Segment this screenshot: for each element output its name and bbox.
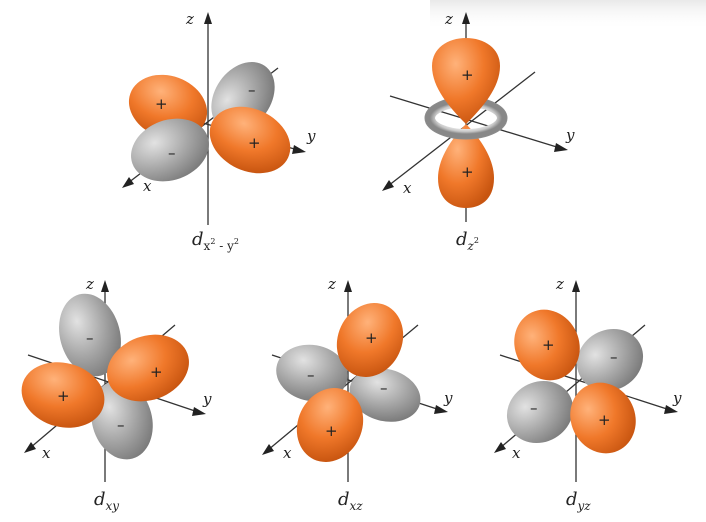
lobe-back-negative <box>349 368 421 422</box>
z-axis-label: z <box>185 10 194 28</box>
top-shade <box>430 0 706 30</box>
x-axis-label: x <box>42 444 51 462</box>
sign-minus: – <box>86 329 94 347</box>
x-axis-arrow <box>24 442 36 453</box>
caption-dz2: dz2 <box>456 229 479 253</box>
z-axis-label: z <box>327 275 336 293</box>
z-axis-arrow <box>462 12 470 24</box>
lobe-top-positive <box>432 38 500 124</box>
z-axis-arrow <box>344 280 352 292</box>
z-axis-label: z <box>555 275 564 293</box>
x-axis-label: x <box>512 444 521 462</box>
x-axis-arrow <box>494 442 506 453</box>
x-axis-arrow <box>382 180 394 191</box>
sign-plus: + <box>598 411 611 429</box>
caption-dyz: dyz <box>566 489 591 513</box>
lobe-top-positive <box>514 309 580 381</box>
sign-minus: – <box>307 366 315 384</box>
y-axis-line <box>389 95 561 149</box>
z-axis-arrow <box>101 280 109 292</box>
sign-plus: + <box>542 336 555 354</box>
sign-plus: + <box>248 134 261 152</box>
y-axis-arrow <box>192 407 206 416</box>
lobe-top-positive <box>336 303 404 377</box>
y-axis-label: y <box>443 389 453 407</box>
sign-plus: + <box>57 387 70 405</box>
sign-plus: + <box>461 163 474 181</box>
x-axis-label: x <box>143 177 152 195</box>
caption-dxz: dxz <box>338 489 363 513</box>
orbital-dxz: + – – + z y x dxz <box>262 275 453 513</box>
sign-plus: + <box>365 329 378 347</box>
lobe-bottom-positive <box>296 388 364 462</box>
z-axis-label: z <box>85 275 94 293</box>
sign-minus: – <box>248 81 256 99</box>
x-axis-label: x <box>283 444 292 462</box>
lobe-front-negative <box>506 380 574 444</box>
orbital-dz2: + + z y x dz2 <box>382 10 575 253</box>
lobe-front-left-negative <box>131 118 209 182</box>
y-axis-label: y <box>565 126 575 144</box>
x-axis-arrow <box>122 177 134 188</box>
sign-minus: – <box>380 379 388 397</box>
sign-minus: – <box>117 416 125 434</box>
orbital-dx2y2: + – – + z y x dx2 - y2 <box>122 10 316 253</box>
x-axis-label: x <box>403 179 412 197</box>
z-axis-arrow <box>572 280 580 292</box>
y-axis-arrow <box>292 145 306 154</box>
caption-dxy: dxy <box>94 489 119 513</box>
sign-plus: + <box>150 363 163 381</box>
y-axis-arrow <box>434 405 448 414</box>
x-axis-arrow <box>262 444 274 455</box>
orbital-dyz: + – – + z y x dyz <box>494 275 682 513</box>
y-axis-arrow <box>554 143 568 152</box>
lobe-top-negative <box>59 293 121 377</box>
lobe-right-positive <box>107 334 189 402</box>
z-axis-label: z <box>444 10 453 28</box>
orbital-dxy: – + + – z y x dxy <box>21 275 212 513</box>
lobe-left-positive <box>21 362 105 428</box>
sign-plus: + <box>461 66 474 84</box>
lobe-back-negative <box>576 328 644 392</box>
sign-plus: + <box>325 422 338 440</box>
sign-minus: – <box>610 348 618 366</box>
sign-minus: – <box>168 144 176 162</box>
y-axis-label: y <box>306 127 316 145</box>
lobe-front-right-positive <box>209 106 291 174</box>
y-axis-arrow <box>664 405 678 414</box>
lobe-bottom-positive <box>570 382 636 454</box>
lobe-bottom-positive <box>438 124 494 208</box>
sign-minus: – <box>530 399 538 417</box>
lobe-front-negative <box>276 344 348 402</box>
y-axis-label: y <box>202 390 212 408</box>
caption-dx2y2: dx2 - y2 <box>192 229 239 253</box>
y-axis-label: y <box>672 389 682 407</box>
z-axis-arrow <box>204 12 212 24</box>
sign-plus: + <box>155 95 168 113</box>
